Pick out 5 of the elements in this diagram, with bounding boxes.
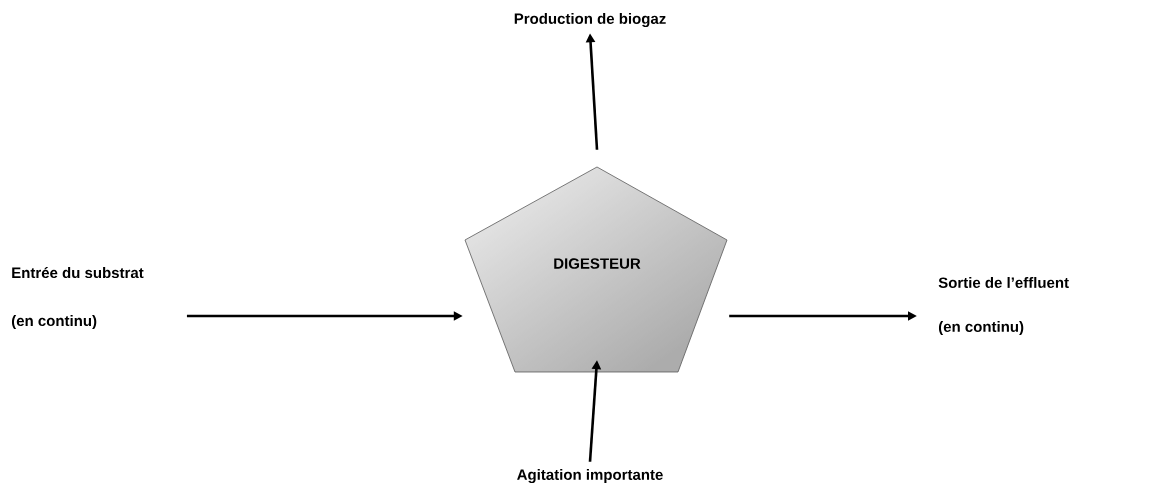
pentagon-box: DIGESTEUR (464, 166, 728, 373)
text-label: Sortie de l’effluent (en continu) (938, 277, 1069, 335)
text-label: Production de biogaz (514, 12, 666, 27)
text-label: Agitation importante (517, 468, 663, 483)
text-label: Entrée du substrat (en continu) (11, 266, 144, 330)
